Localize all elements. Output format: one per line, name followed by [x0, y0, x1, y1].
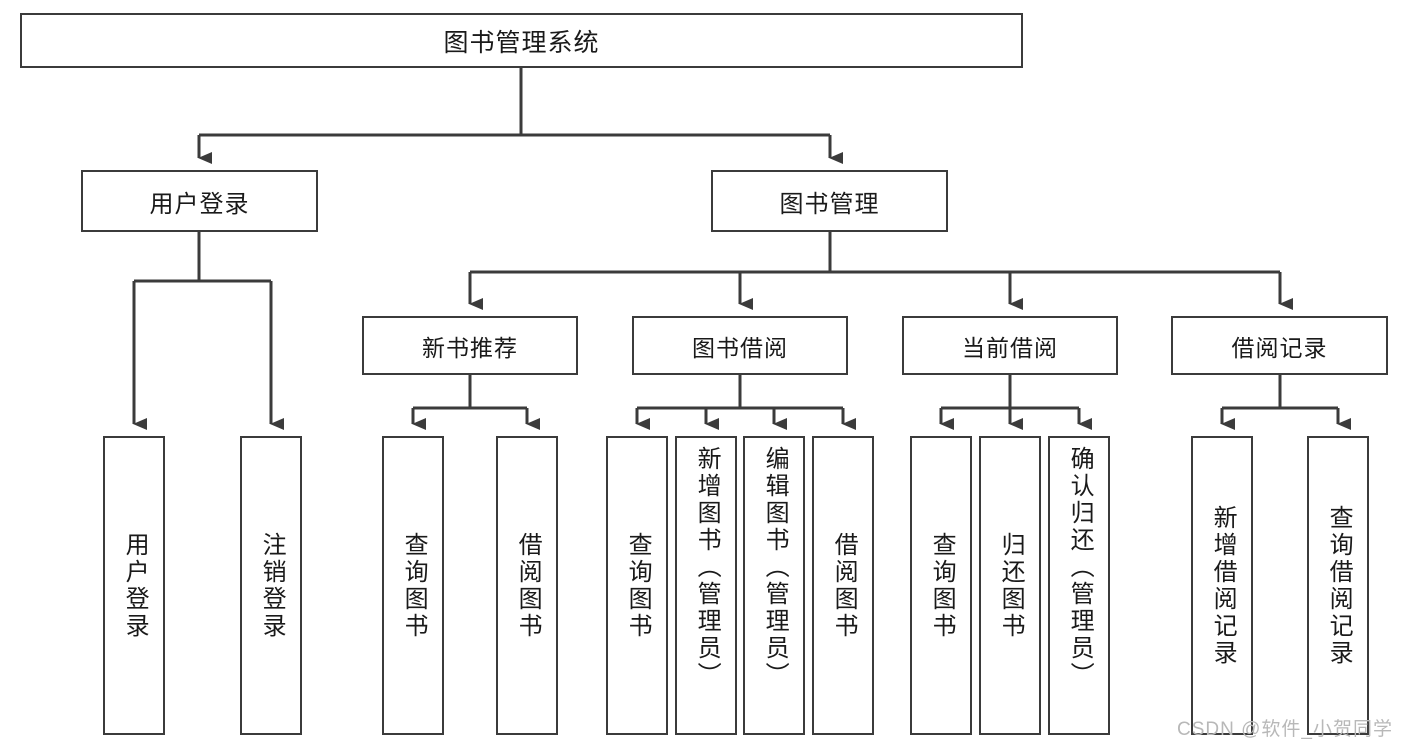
watermark-text: CSDN @软件_小贺同学 [1177, 719, 1393, 740]
leaf-return-book[interactable]: 归还图书 [979, 436, 1041, 735]
node-label: 归还图书 [997, 531, 1025, 640]
node-label: 编辑图书（管理员） [761, 446, 789, 689]
node-current-borrow[interactable]: 当前借阅 [902, 316, 1118, 375]
node-label: 查询借阅记录 [1325, 504, 1353, 667]
node-label: 确认归还（管理员） [1066, 446, 1094, 689]
node-label: 当前借阅 [962, 334, 1058, 361]
node-label: 查询图书 [624, 531, 652, 640]
leaf-query-record[interactable]: 查询借阅记录 [1307, 436, 1369, 735]
leaf-query-book-2[interactable]: 查询图书 [606, 436, 668, 735]
leaf-add-book[interactable]: 新增图书（管理员） [675, 436, 737, 735]
node-label: 查询图书 [928, 531, 956, 640]
node-user-login[interactable]: 用户登录 [81, 170, 318, 232]
leaf-borrow-book-1[interactable]: 借阅图书 [496, 436, 558, 735]
leaf-query-book-1[interactable]: 查询图书 [382, 436, 444, 735]
node-label: 新书推荐 [422, 334, 518, 361]
leaf-borrow-book-2[interactable]: 借阅图书 [812, 436, 874, 735]
node-label: 用户登录 [149, 190, 250, 218]
leaf-user-login[interactable]: 用户登录 [103, 436, 165, 735]
leaf-add-record[interactable]: 新增借阅记录 [1191, 436, 1253, 735]
node-label: 借阅图书 [830, 531, 858, 640]
node-label: 新增图书（管理员） [693, 446, 721, 689]
node-label: 注销登录 [258, 531, 286, 640]
node-label: 借阅图书 [514, 531, 542, 640]
leaf-user-logout[interactable]: 注销登录 [240, 436, 302, 735]
node-borrow-record[interactable]: 借阅记录 [1171, 316, 1388, 375]
leaf-query-book-3[interactable]: 查询图书 [910, 436, 972, 735]
node-new-book-recommend[interactable]: 新书推荐 [362, 316, 578, 375]
node-book-borrow[interactable]: 图书借阅 [632, 316, 848, 375]
node-book-management[interactable]: 图书管理 [711, 170, 948, 232]
node-label: 图书管理系统 [443, 28, 600, 57]
node-label: 借阅记录 [1231, 334, 1328, 361]
node-label: 查询图书 [400, 531, 428, 640]
node-label: 新增借阅记录 [1209, 504, 1237, 667]
leaf-confirm-return[interactable]: 确认归还（管理员） [1048, 436, 1110, 735]
node-label: 用户登录 [121, 531, 149, 640]
node-label: 图书管理 [779, 190, 880, 218]
leaf-edit-book[interactable]: 编辑图书（管理员） [743, 436, 805, 735]
node-book-management-system[interactable]: 图书管理系统 [20, 13, 1023, 68]
node-label: 图书借阅 [692, 334, 788, 361]
